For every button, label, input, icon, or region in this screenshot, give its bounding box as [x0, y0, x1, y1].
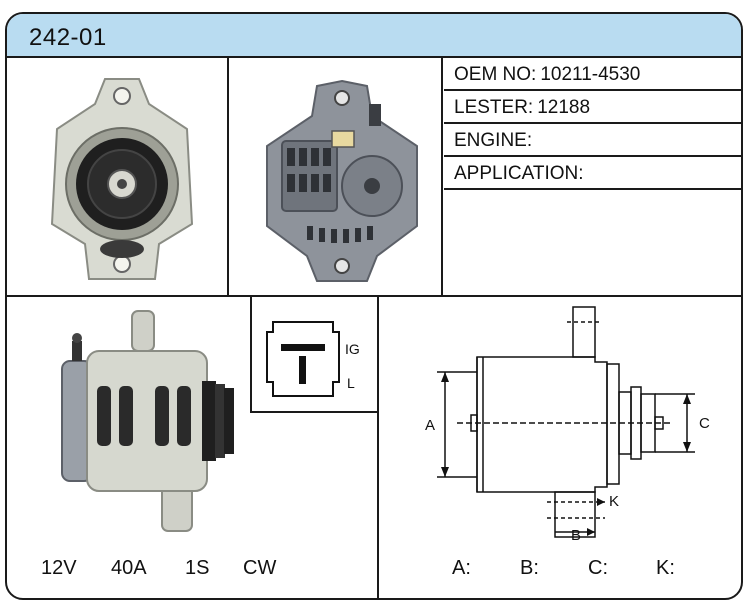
- divider: [377, 295, 379, 598]
- dimension-drawing: A C B K: [397, 302, 737, 542]
- spec-value: 12188: [537, 97, 591, 118]
- spec-row-application: APPLICATION:: [444, 157, 741, 190]
- plug-terminal-l: L: [347, 375, 355, 391]
- spec-row-engine: ENGINE:: [444, 124, 741, 157]
- dimension-values: A: B: C: K:: [380, 557, 741, 587]
- pulley-type: 1S: [185, 557, 210, 579]
- dim-label-b: B: [571, 527, 581, 542]
- divider: [250, 411, 379, 413]
- divider: [227, 58, 229, 296]
- plug-terminal-ig: IG: [345, 341, 360, 357]
- alternator-side-photo: [47, 306, 247, 536]
- spec-label: APPLICATION:: [454, 163, 584, 184]
- spec-label: ENGINE:: [454, 130, 533, 151]
- dim-label-c: C: [699, 415, 710, 432]
- spec-row-oem: OEM NO:10211-4530: [444, 58, 741, 91]
- dim-label-a: A: [425, 417, 435, 434]
- spec-table: OEM NO:10211-4530 LESTER:12188 ENGINE: A…: [444, 58, 741, 190]
- divider: [7, 295, 741, 297]
- spec-row-lester: LESTER:12188: [444, 91, 741, 124]
- part-number-title: 242-01: [29, 24, 107, 51]
- product-card: 242-01 OEM NO:10211-4530 LESTER:12188 EN…: [5, 12, 743, 600]
- divider: [441, 58, 443, 296]
- voltage: 12V: [41, 557, 77, 579]
- spec-label: LESTER:: [454, 97, 534, 118]
- spec-value: 10211-4530: [540, 64, 641, 85]
- dim-k-value: K:: [656, 557, 675, 579]
- alternator-rear-photo: [257, 76, 427, 286]
- dim-c-value: C:: [588, 557, 608, 579]
- spec-label: OEM NO:: [454, 64, 537, 85]
- amperage: 40A: [111, 557, 147, 579]
- electrical-specs: 12V 40A 1S CW: [7, 557, 377, 587]
- alternator-front-photo: [47, 74, 197, 284]
- dim-label-k: K: [609, 493, 619, 510]
- divider: [250, 295, 252, 413]
- dim-b-value: B:: [520, 557, 539, 579]
- rotation: CW: [243, 557, 277, 579]
- card-header: 242-01: [7, 14, 741, 58]
- dim-a-value: A:: [452, 557, 471, 579]
- plug-connector-diagram: IG L: [253, 298, 377, 410]
